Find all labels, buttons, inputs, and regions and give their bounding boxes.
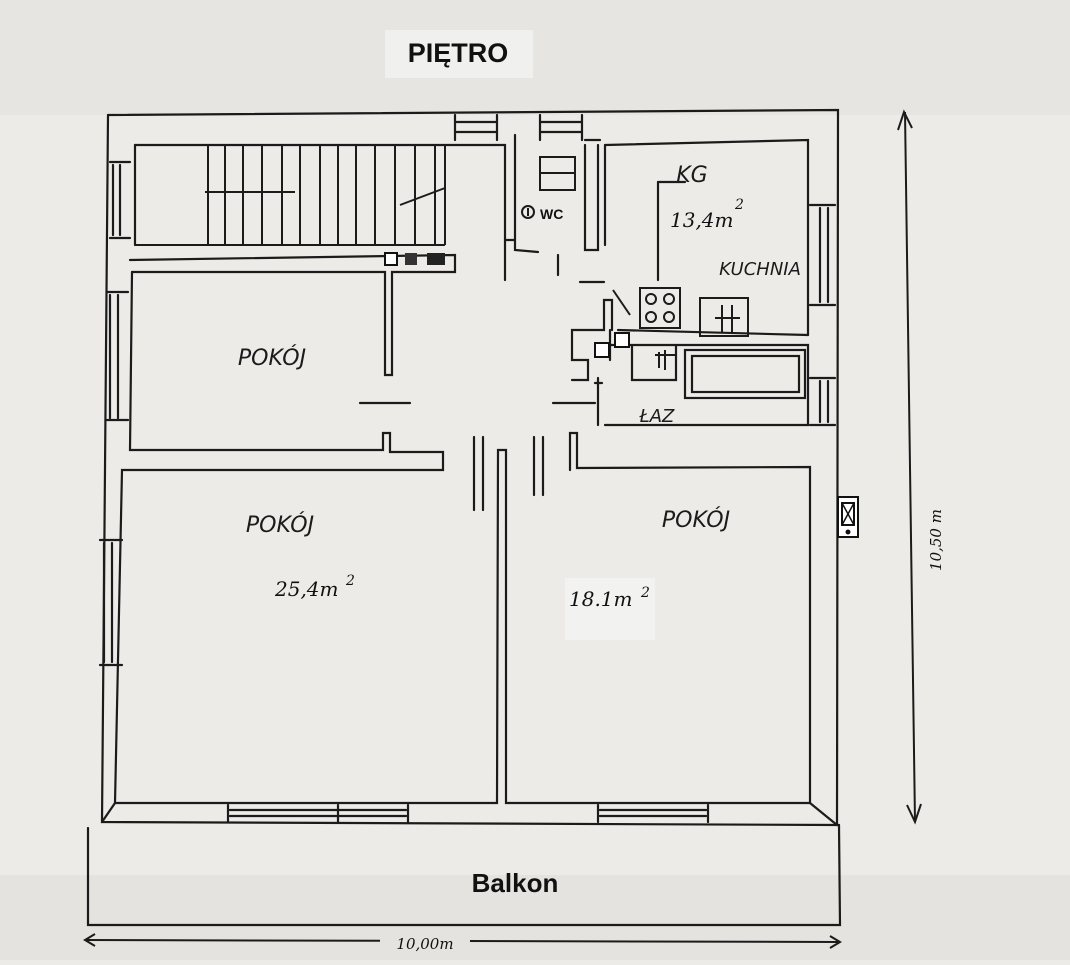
- wc-icon: WC: [540, 206, 563, 222]
- room-top-left-name: POKÓJ: [238, 345, 306, 371]
- electrical-panel-icon: [837, 496, 859, 538]
- room-bottom-left-name: POKÓJ: [246, 512, 314, 538]
- kitchen-name: KUCHNIA: [719, 259, 801, 280]
- kitchen-area-sup: 2: [734, 197, 744, 213]
- height-dimension-arrow: [897, 109, 922, 825]
- room-bottom-left-area: 25,4m: [274, 577, 339, 601]
- kitchen-sink: [699, 297, 749, 337]
- outer-wall-top-right: [106, 108, 840, 827]
- height-dimension: 10,50 m: [927, 509, 945, 571]
- ventilation-block: [594, 332, 630, 358]
- wc-label: WC: [540, 206, 563, 222]
- title-plate: [385, 30, 533, 78]
- kitchen-stove: [612, 287, 681, 329]
- height-dimension-plate: [922, 495, 948, 585]
- boiler-label: KG: [676, 163, 707, 188]
- staircase: [135, 145, 446, 246]
- room-bottom-right-area-sup: 2: [640, 585, 650, 601]
- room-bottom-right-name: POKÓJ: [662, 507, 730, 533]
- plan-title: PIĘTRO: [408, 38, 509, 68]
- wc-fixtures: [521, 156, 576, 219]
- width-dimension: 10,00m: [396, 935, 453, 953]
- bathroom-sink: [655, 350, 675, 370]
- balcony-outline: [86, 823, 842, 927]
- bathroom-name: ŁAZ: [639, 406, 675, 427]
- area-plate: [565, 578, 655, 640]
- chimney-block: [384, 252, 445, 266]
- kitchen-area: 13,4m: [670, 208, 734, 232]
- room-bottom-left-area-sup: 2: [345, 573, 355, 589]
- width-dimension-plate: [380, 930, 470, 956]
- room-bottom-right-area: 18.1m: [569, 587, 633, 611]
- balcony-label: Balkon: [472, 868, 559, 898]
